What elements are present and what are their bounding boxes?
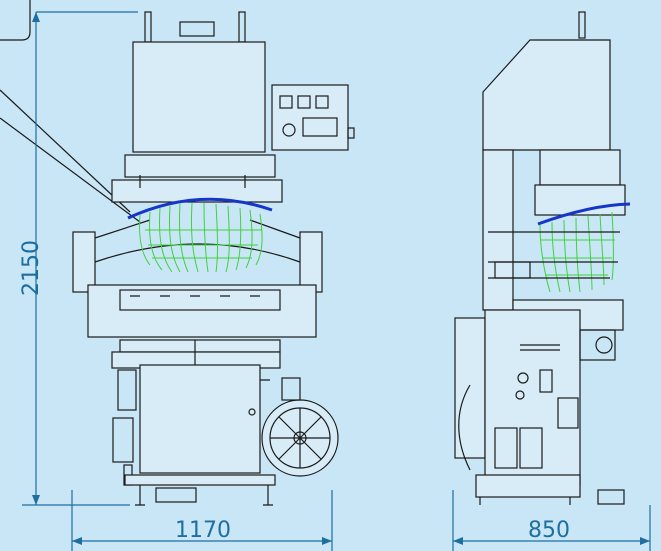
side-depth-dimension: 850 xyxy=(452,490,651,551)
side-belt-arc xyxy=(537,202,631,226)
height-label: 2150 xyxy=(19,240,44,296)
front-width-label: 1170 xyxy=(175,518,231,543)
side-depth-label: 850 xyxy=(528,518,570,543)
side-view xyxy=(454,11,631,505)
blower-fan xyxy=(261,377,339,477)
front-width-dimension: 1170 xyxy=(71,490,333,551)
front-view xyxy=(72,11,355,506)
callout-box xyxy=(0,0,141,223)
front-brush-bundle xyxy=(139,202,263,273)
height-dimension: 2150 xyxy=(19,11,138,506)
front-belt-arc xyxy=(127,197,273,220)
side-brush-bundle xyxy=(539,211,615,293)
